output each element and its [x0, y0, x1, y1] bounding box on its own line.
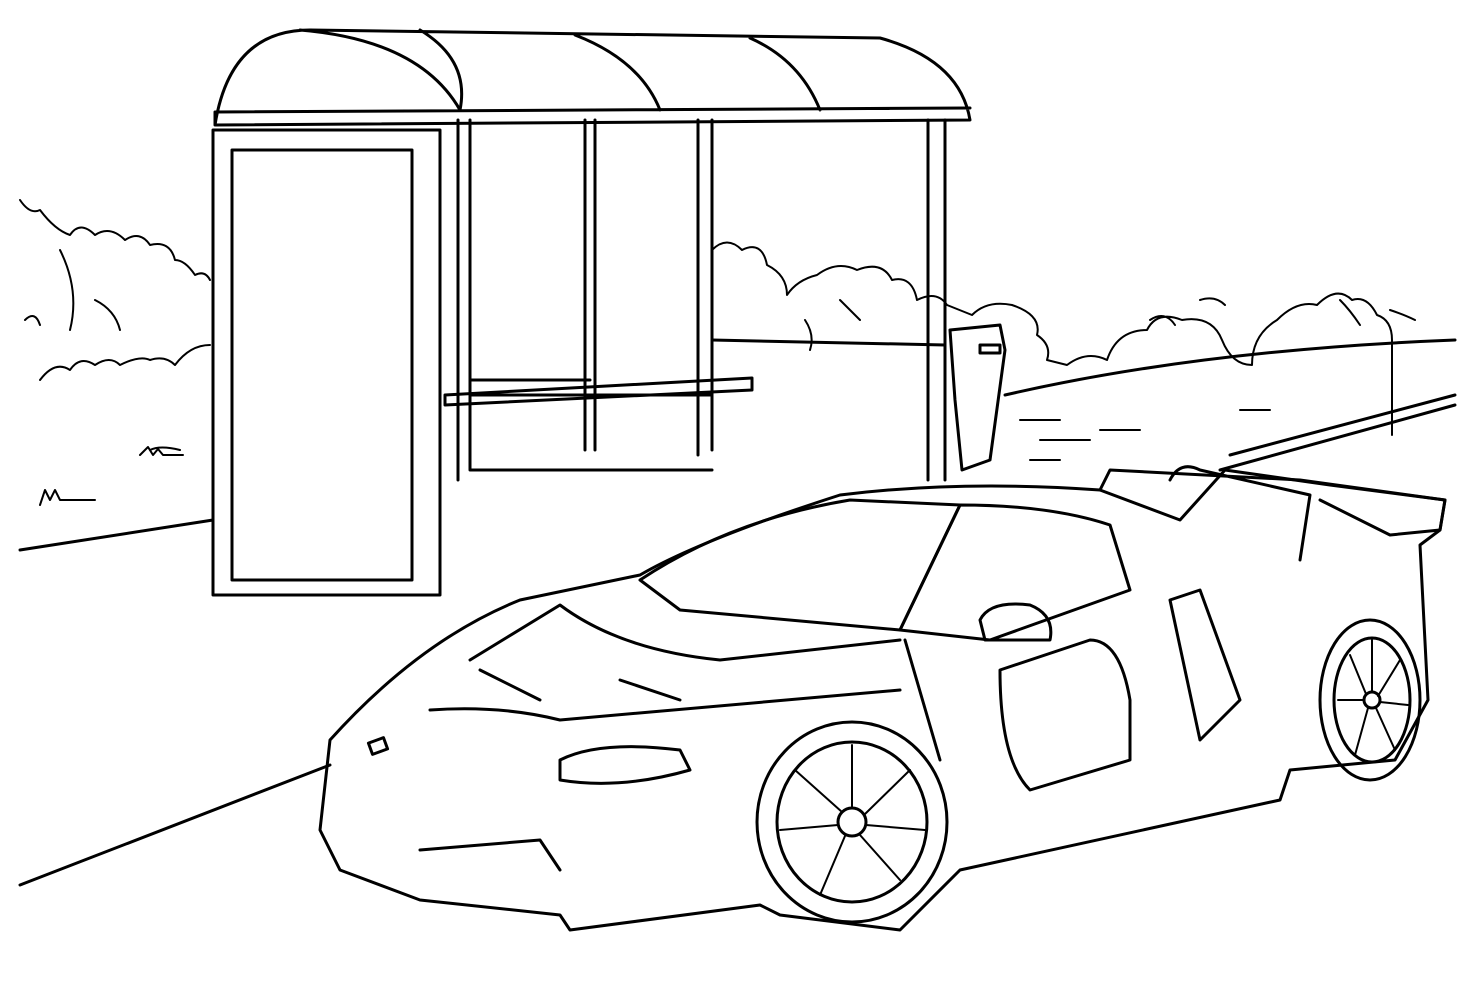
- shelter-bench: [443, 376, 754, 407]
- car-side-intake: [998, 588, 1242, 792]
- car-mirror: [978, 602, 1053, 642]
- road-curb: [1218, 393, 1457, 472]
- shelter-posts: [456, 118, 947, 482]
- bush-left: [19, 199, 211, 451]
- ground-and-road: [18, 338, 1457, 887]
- sidewalk-edge: [18, 518, 215, 552]
- trash-bin: [948, 323, 1007, 472]
- background-bushes: [19, 199, 1416, 451]
- car-windshield: [638, 498, 962, 632]
- grass-tufts: [39, 446, 184, 506]
- shelter-roof: [213, 28, 972, 127]
- road-edge: [18, 763, 332, 887]
- rear-wheel: [1318, 618, 1422, 782]
- front-wheel: [755, 720, 949, 924]
- car-badge: [366, 736, 390, 756]
- car-body: [318, 468, 1447, 932]
- car-headlight: [418, 745, 692, 872]
- car-rear-wing: [1098, 465, 1447, 562]
- car-side-window: [898, 503, 1132, 642]
- shelter-ad-panel: [211, 128, 442, 597]
- shelter-ad-panel-inner: [230, 148, 414, 582]
- car-hood-lines: [428, 603, 942, 762]
- bush-right: [711, 241, 1416, 436]
- far-road-edge: [710, 338, 1457, 397]
- sports-car: [318, 465, 1447, 932]
- bus-shelter: [211, 28, 1007, 597]
- road-marks: [1019, 409, 1271, 461]
